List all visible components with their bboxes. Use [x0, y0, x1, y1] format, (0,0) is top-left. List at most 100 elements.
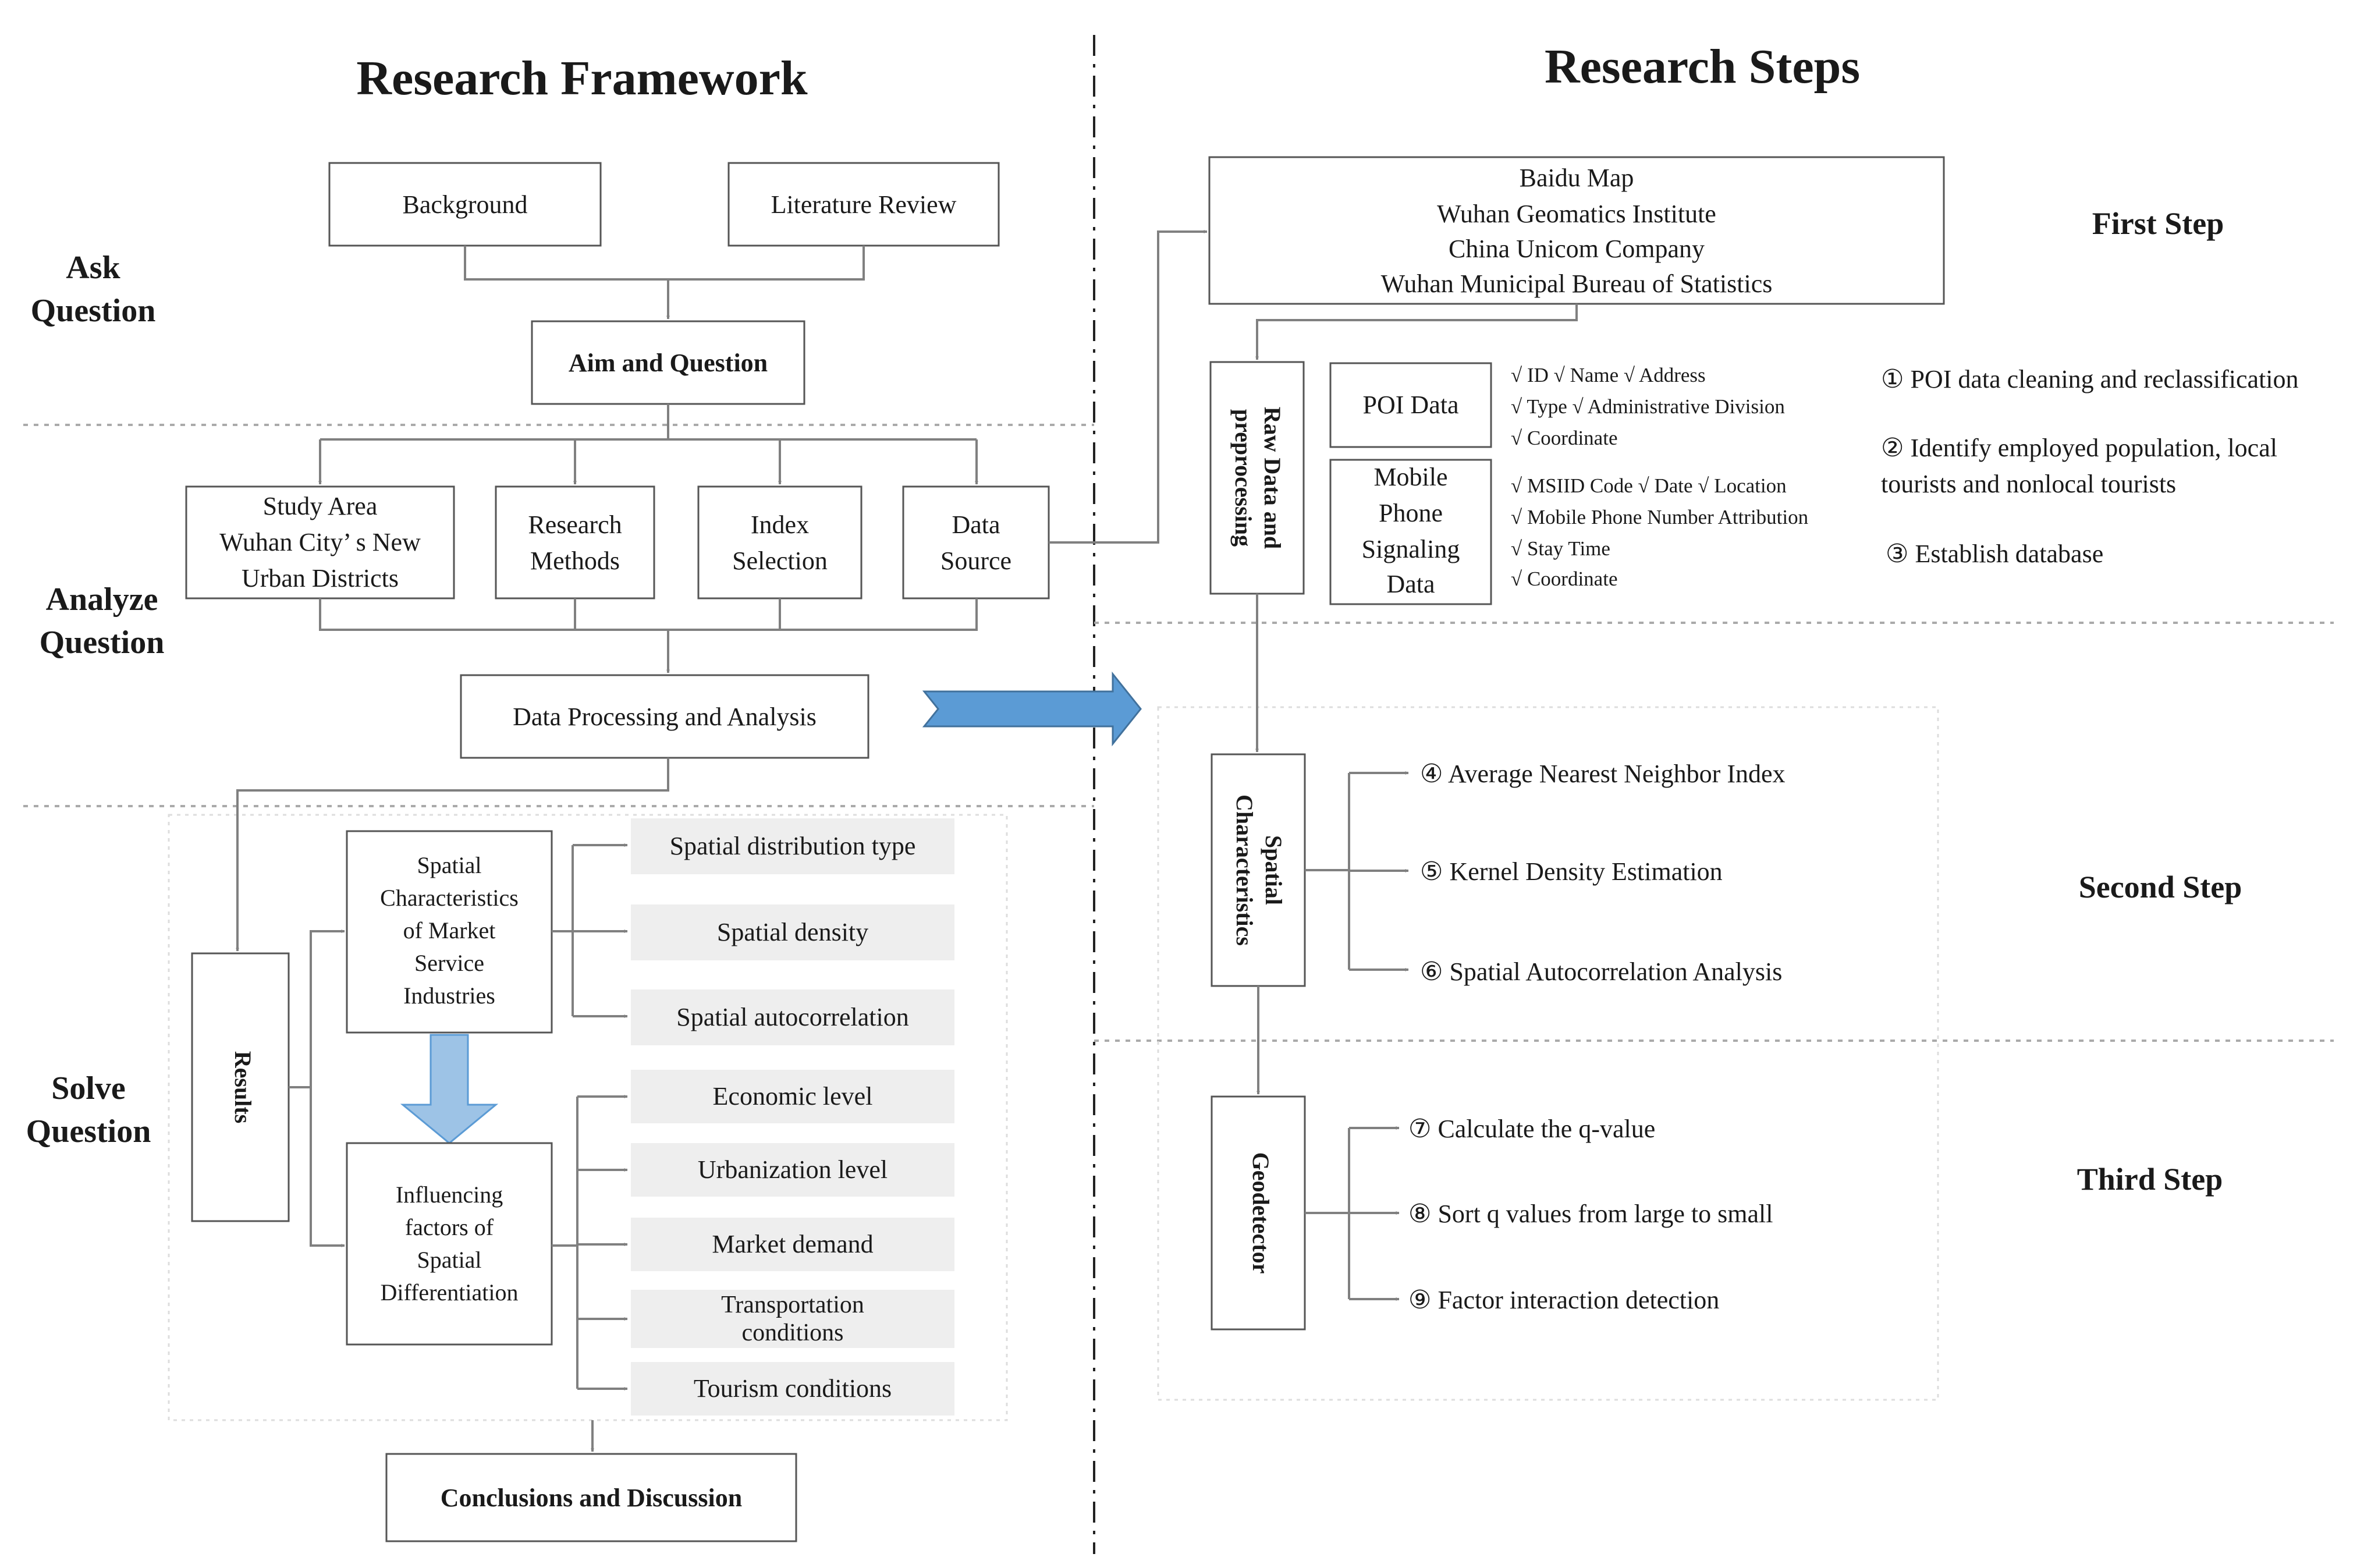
literature-label: Literature Review — [771, 190, 957, 219]
mobile-box — [1329, 459, 1492, 605]
stage-solve: Solve Question — [26, 1070, 151, 1150]
raw-data-line1: Raw Data and — [1259, 407, 1286, 549]
stage-solve-line2: Question — [26, 1113, 151, 1150]
second-step-label: Second Step — [2079, 870, 2242, 904]
methods-line1: Research — [528, 510, 622, 539]
study-area-line1: Study Area — [263, 492, 378, 520]
steps-container — [1157, 706, 1939, 1401]
methods-box — [495, 485, 655, 599]
raw-data-box — [1209, 361, 1305, 595]
factor-item-1-label: Economic level — [713, 1082, 873, 1111]
spatial-methods-connector — [1305, 773, 1350, 970]
sources-to-raw-arrow — [1255, 304, 1578, 360]
geo-method-1: ⑦ Calculate the q-value — [1408, 1115, 1655, 1143]
source-3: China Unicom Company — [1449, 235, 1705, 263]
note-2b: tourists and nonlocal tourists — [1881, 470, 2176, 498]
stage-analyze-line2: Question — [40, 625, 165, 661]
poi-attr-1: √ ID √ Name √ Address — [1511, 364, 1706, 386]
aim-box — [531, 320, 805, 405]
background-box — [328, 162, 602, 247]
raw-data-label: Raw Data and preprocessing — [1230, 407, 1286, 549]
mobile-line2: Phone — [1379, 499, 1443, 527]
results-box — [191, 952, 290, 1222]
background-label: Background — [402, 190, 527, 219]
geo-method-2: ⑧ Sort q values from large to small — [1408, 1200, 1773, 1228]
data-source-line2: Source — [940, 547, 1011, 575]
source-1: Baidu Map — [1520, 164, 1634, 192]
analyze-merge-connector — [319, 598, 978, 631]
note-1: ① POI data cleaning and reclassification — [1881, 365, 2299, 393]
spatial-char-line1: Spatial — [417, 852, 481, 878]
factor-items-connector — [552, 1097, 578, 1389]
conclusion-label: Conclusions and Discussion — [441, 1484, 742, 1512]
spatial-item-3-label: Spatial autocorrelation — [676, 1003, 909, 1031]
factor-item-4-label: Transportation conditions — [721, 1292, 864, 1346]
study-area-line3: Urban Districts — [242, 564, 399, 593]
influencing-line1: Influencing — [396, 1182, 503, 1208]
geodetector-label: Geodetector — [1248, 1152, 1274, 1274]
solve-container — [168, 814, 1008, 1421]
spatial-item-1-box — [631, 818, 954, 874]
stage-ask-line2: Question — [31, 293, 156, 329]
influencing-line3: Spatial — [417, 1247, 481, 1273]
first-step-label: First Step — [2092, 206, 2224, 241]
spatial-step-line2: Characteristics — [1231, 794, 1258, 946]
third-step-label: Third Step — [2077, 1162, 2223, 1197]
factor-item-3-box — [631, 1218, 954, 1271]
spatial-step-box — [1211, 753, 1306, 987]
factor-item-1-box — [631, 1070, 954, 1123]
mobile-attr-4: √ Coordinate — [1511, 567, 1617, 590]
stage-analyze-line1: Analyze — [46, 581, 158, 618]
analyze-split-connector — [320, 404, 977, 441]
data-source-line1: Data — [952, 510, 1000, 539]
processing-to-results-arrow — [236, 758, 669, 952]
stage-ask-line1: Ask — [66, 250, 120, 286]
factor-item-4-label-wrap: Transportation conditions — [721, 1292, 864, 1346]
spatial-item-1-label: Spatial distribution type — [670, 832, 916, 860]
index-line2: Selection — [732, 547, 828, 575]
geo-methods-connector — [1305, 1128, 1350, 1299]
raw-data-line2: preprocessing — [1230, 409, 1257, 547]
conclusion-box — [385, 1453, 797, 1542]
geo-method-3: ⑨ Factor interaction detection — [1408, 1286, 1719, 1314]
factor-item-5-box — [631, 1362, 954, 1416]
results-to-influencing-arrow — [310, 1087, 345, 1247]
aim-label: Aim and Question — [569, 349, 768, 377]
note-3: ③ Establish database — [1886, 540, 2103, 568]
spatial-char-line4: Service — [414, 950, 484, 976]
influencing-box — [346, 1142, 553, 1346]
spatial-method-2: ⑤ Kernel Density Estimation — [1420, 857, 1723, 886]
data-source-to-sources-arrow — [1049, 230, 1208, 544]
index-line1: Index — [751, 510, 809, 539]
stage-ask: Ask Question — [31, 250, 156, 329]
factor-item-3-label: Market demand — [712, 1230, 873, 1258]
steps-title: Research Steps — [1545, 40, 1860, 94]
poi-attr-2: √ Type √ Administrative Division — [1511, 395, 1785, 418]
framework-to-steps-arrow — [922, 671, 1142, 747]
influencing-line2: factors of — [405, 1214, 494, 1240]
processing-label: Data Processing and Analysis — [513, 703, 817, 731]
literature-box — [727, 162, 1000, 247]
study-area-box — [185, 485, 455, 599]
framework-title: Research Framework — [356, 51, 807, 105]
stage-solve-line1: Solve — [51, 1070, 126, 1106]
spatial-char-line5: Industries — [403, 982, 495, 1009]
methods-line2: Methods — [530, 547, 620, 575]
geodetector-box — [1211, 1095, 1306, 1331]
source-2: Wuhan Geomatics Institute — [1437, 200, 1716, 228]
spatial-char-line3: of Market — [403, 917, 496, 943]
spatial-step-label: Spatial Characteristics — [1231, 794, 1287, 946]
influencing-line4: Differentiation — [381, 1279, 519, 1306]
ask-merge-connector — [464, 246, 865, 281]
poi-label: POI Data — [1363, 391, 1459, 419]
results-label: Results — [230, 1051, 256, 1123]
mobile-line1: Mobile — [1373, 463, 1447, 491]
spatial-step-line1: Spatial — [1261, 835, 1287, 905]
study-area-line2: Wuhan City’ s New — [219, 528, 421, 556]
results-to-spatial-arrow — [289, 930, 345, 1088]
spatial-char-line2: Characteristics — [380, 885, 519, 911]
poi-attr-3: √ Coordinate — [1511, 427, 1617, 449]
spatial-item-2-label: Spatial density — [717, 918, 868, 946]
spatial-method-3: ⑥ Spatial Autocorrelation Analysis — [1420, 957, 1782, 986]
